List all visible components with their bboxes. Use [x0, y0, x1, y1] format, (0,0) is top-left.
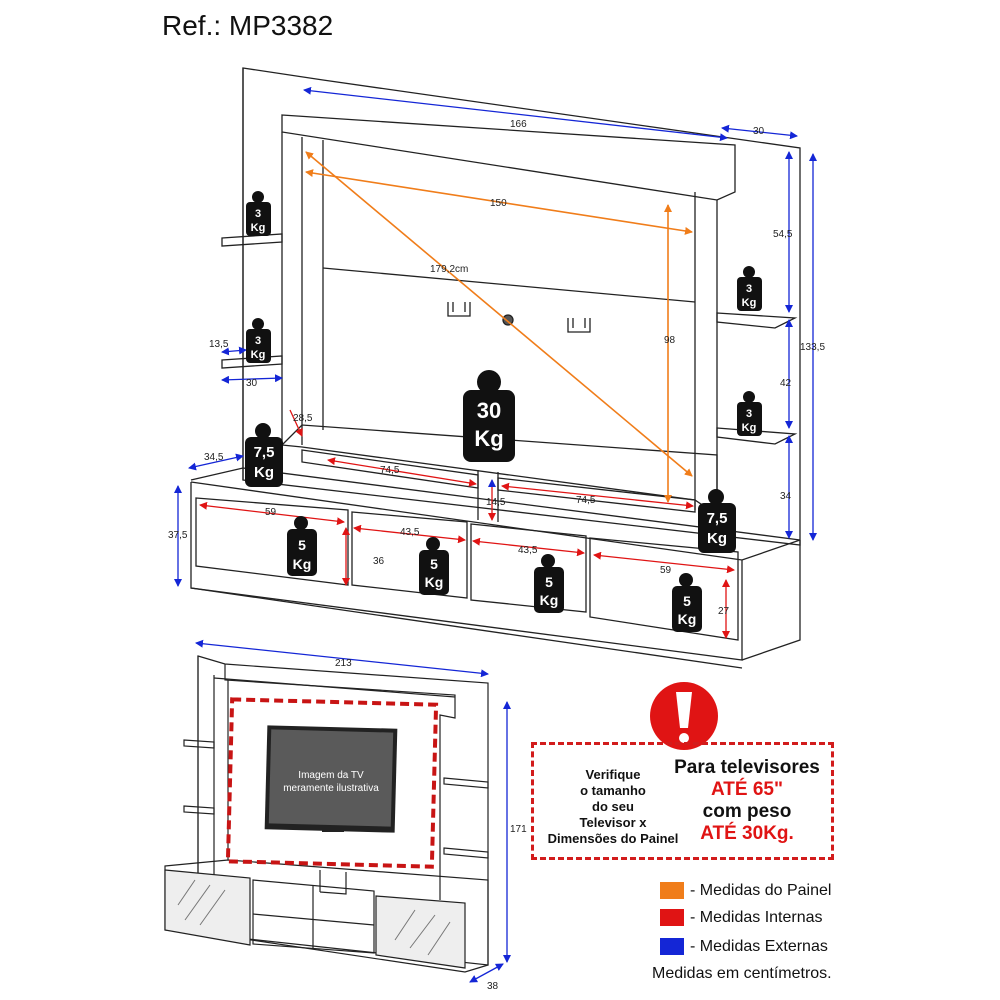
svg-text:Kg: Kg — [254, 464, 274, 481]
dim-depth-top: 30 — [753, 126, 765, 137]
external-dimensions — [174, 86, 817, 587]
dim-niche-height: 14,5 — [486, 497, 506, 508]
dim-diagonal: 179,2cm — [430, 264, 468, 275]
dim-front-height: 171 — [510, 824, 527, 835]
dim-comp-3: 43,5 — [518, 545, 538, 556]
svg-text:Kg: Kg — [474, 426, 503, 451]
dim-panel-offset: 28,5 — [293, 413, 313, 424]
svg-text:5: 5 — [430, 556, 438, 572]
svg-text:7,5: 7,5 — [254, 444, 275, 461]
weight-badge-shelf-right-2: 3 Kg — [737, 391, 762, 436]
dim-comp-height-b: 27 — [718, 606, 730, 617]
dim-shelf-gap-low: 34 — [780, 491, 792, 502]
weight-badge-shelf-left-2: 3 Kg — [246, 318, 271, 363]
panel-dimensions — [305, 151, 693, 503]
svg-text:Kg: Kg — [742, 297, 757, 309]
svg-text:Kg: Kg — [742, 422, 757, 434]
svg-text:7,5: 7,5 — [707, 510, 728, 527]
dimension-labels: 166 30 150 179,2cm 98 54,5 133,5 42 34 1… — [168, 119, 825, 617]
svg-text:Kg: Kg — [251, 222, 266, 234]
dim-base-depth: 34,5 — [204, 452, 224, 463]
dim-width-total: 166 — [510, 119, 527, 130]
dim-side-shelf-depth: 13,5 — [209, 339, 229, 350]
legend-item-painel: - Medidas do Painel — [660, 882, 831, 900]
weight-badge-comp-3: 5 Kg — [534, 554, 564, 613]
weight-badge-shelf-left-1: 3 Kg — [246, 191, 271, 236]
warning-limits-text: Para televisores ATÉ 65" com peso ATÉ 30… — [674, 757, 820, 844]
weight-badge-base-left: 7,5 Kg — [245, 423, 283, 487]
svg-text:5: 5 — [683, 593, 691, 609]
weight-badge-base-right: 7,5 Kg — [698, 489, 736, 553]
svg-text:Kg: Kg — [425, 574, 444, 590]
red-swatch — [660, 909, 684, 927]
svg-text:3: 3 — [746, 283, 752, 295]
dim-base-height: 37,5 — [168, 530, 188, 541]
dim-shelf-gap-top: 54,5 — [773, 229, 793, 240]
svg-text:3: 3 — [255, 335, 261, 347]
svg-text:3: 3 — [746, 408, 752, 420]
svg-text:5: 5 — [545, 574, 553, 590]
dim-shelf-gap-mid: 42 — [780, 378, 792, 389]
weight-badge-comp-2: 5 Kg — [419, 537, 449, 595]
exclamation-icon — [650, 682, 718, 750]
weight-badge-panel: 30 Kg — [463, 370, 515, 462]
warning-check-text: Verifique o tamanho do seu Televisor x D… — [547, 767, 679, 846]
dim-niche-left: 74,5 — [380, 465, 400, 476]
tv-caption-line-2: meramente ilustrativa — [283, 783, 379, 794]
legend-item-externas: - Medidas Externas — [660, 938, 828, 956]
dim-front-width: 213 — [335, 658, 352, 669]
rack-isometric-drawing — [190, 67, 801, 669]
units-footnote: Medidas em centímetros. — [652, 965, 832, 982]
legend-item-internas: - Medidas Internas — [660, 909, 823, 927]
weight-badge-shelf-right-1: 3 Kg — [737, 266, 762, 311]
svg-text:30: 30 — [477, 398, 501, 423]
front-dimensions — [195, 639, 511, 983]
weight-badge-comp-1: 5 Kg — [287, 516, 317, 576]
dim-side-shelf-width: 30 — [246, 378, 258, 389]
tv-area-outline — [225, 697, 439, 869]
svg-text:3: 3 — [255, 208, 261, 220]
weight-badges: 3 Kg 3 Kg 3 Kg 3 Kg 30 Kg 7,5 Kg — [245, 191, 762, 632]
dim-niche-right: 74,5 — [576, 495, 596, 506]
orange-swatch — [660, 882, 684, 900]
blue-swatch — [660, 938, 684, 956]
dim-comp-4: 59 — [660, 565, 672, 576]
reference-title: Ref.: MP3382 — [162, 10, 334, 41]
svg-text:Kg: Kg — [707, 530, 727, 547]
tv-caption-line-1: Imagem da TV — [298, 770, 364, 781]
tv-warning-box: Verifique o tamanho do seu Televisor x D… — [531, 742, 834, 860]
svg-text:5: 5 — [298, 537, 306, 553]
dim-comp-height-a: 36 — [373, 556, 385, 567]
svg-text:Kg: Kg — [293, 556, 312, 572]
svg-text:Kg: Kg — [678, 611, 697, 627]
dim-inner-width: 150 — [490, 198, 507, 209]
dim-comp-2: 43,5 — [400, 527, 420, 538]
svg-text:Kg: Kg — [540, 592, 559, 608]
svg-text:Kg: Kg — [251, 349, 266, 361]
dim-height-total: 133,5 — [800, 342, 825, 353]
dim-comp-1: 59 — [265, 507, 277, 518]
tv-illustration: Imagem da TV meramente ilustrativa — [264, 725, 398, 833]
dim-front-depth: 38 — [487, 981, 499, 992]
weight-badge-comp-4: 5 Kg — [672, 573, 702, 632]
dim-inner-height: 98 — [664, 335, 676, 346]
